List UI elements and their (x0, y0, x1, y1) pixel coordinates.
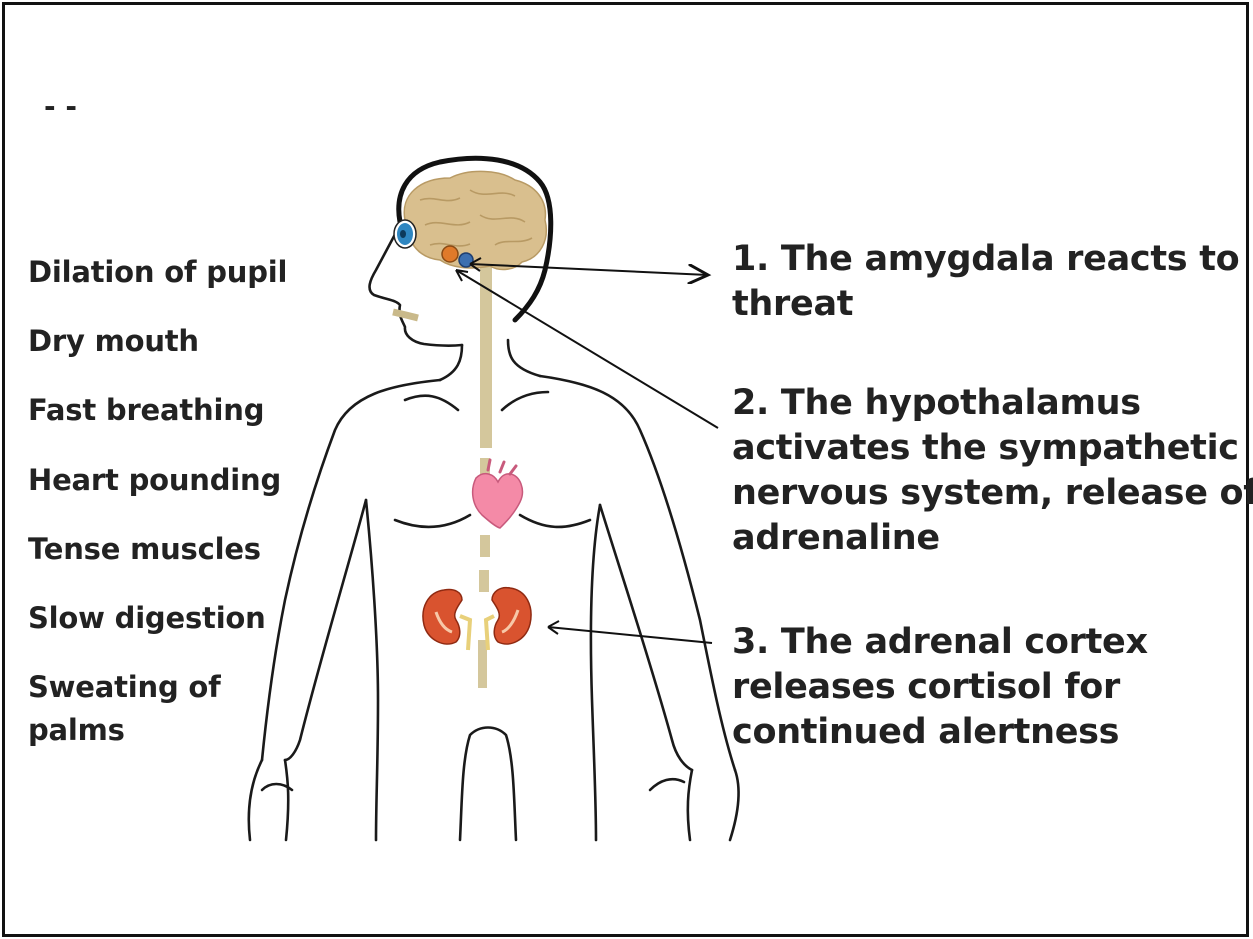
step-2-line-3: nervous system, release of (732, 471, 1253, 516)
arrow-hypothalamus (456, 270, 718, 428)
step-2-line-1: 2. The hypothalamus (732, 381, 1253, 426)
step-amygdala: 1. The amygdala reacts to threat (732, 237, 1239, 327)
symptom-dry-mouth: Dry mouth (28, 321, 199, 361)
step-3-line-2: releases cortisol for (732, 665, 1148, 710)
symptom-slow-digestion: Slow digestion (28, 598, 266, 638)
symptom-dilation-of-pupil: Dilation of pupil (28, 252, 287, 292)
step-hypothalamus: 2. The hypothalamus activates the sympat… (732, 381, 1253, 561)
step-3-line-3: continued alertness (732, 710, 1148, 755)
symptom-heart-pounding: Heart pounding (28, 460, 281, 500)
body-outline (249, 225, 739, 840)
symptom-fast-breathing: Fast breathing (28, 390, 264, 430)
step-2-line-2: activates the sympathetic (732, 426, 1253, 471)
step-1-line-2: threat (732, 282, 1239, 327)
brain-icon (404, 171, 546, 269)
amygdala-icon (442, 246, 458, 262)
step-1-line-1: 1. The amygdala reacts to (732, 237, 1239, 282)
step-2-line-4: adrenaline (732, 516, 1253, 561)
symptom-sweating-of: Sweating of (28, 667, 221, 707)
eye-icon (394, 220, 416, 248)
symptom-tense-muscles: Tense muscles (28, 529, 261, 569)
mouth-line (393, 312, 418, 318)
arrow-adrenal (548, 627, 712, 643)
step-3-line-1: 3. The adrenal cortex (732, 620, 1148, 665)
kidney-right-icon (486, 588, 531, 650)
kidney-left-icon (423, 589, 470, 650)
step-adrenal-cortex: 3. The adrenal cortex releases cortisol … (732, 620, 1148, 755)
symptom-palms: palms (28, 710, 125, 750)
